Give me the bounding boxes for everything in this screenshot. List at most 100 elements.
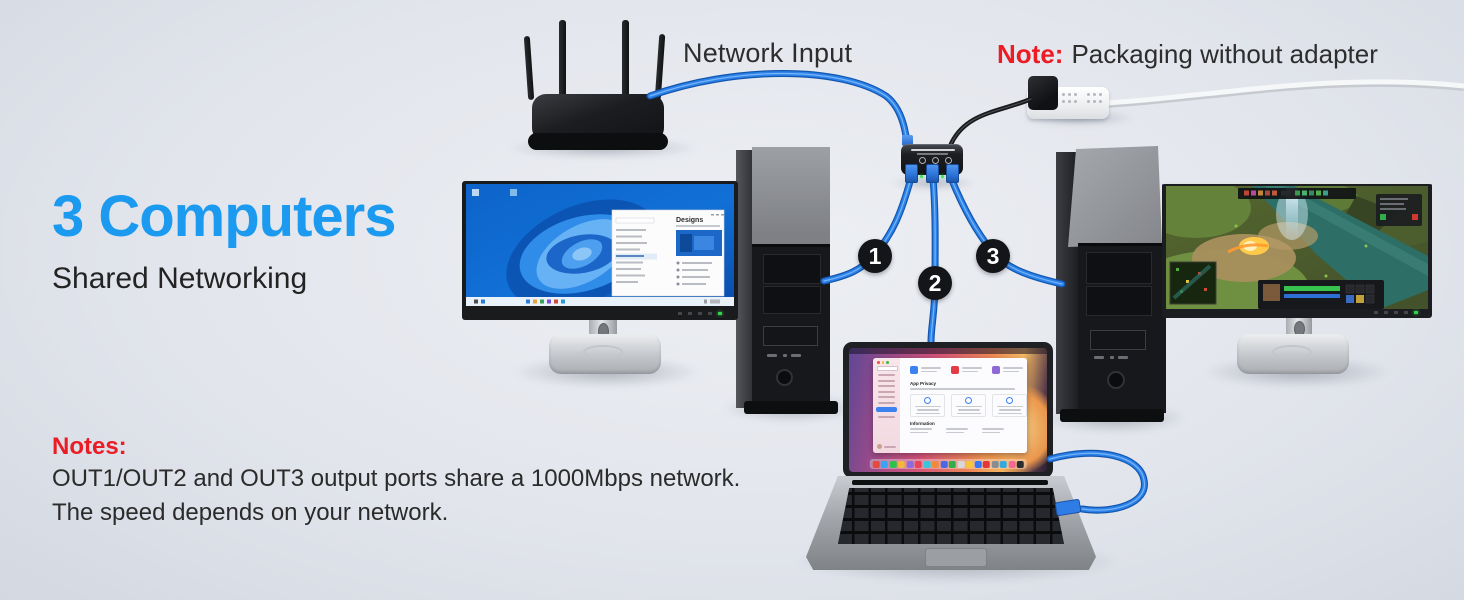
desktop-icon (510, 189, 517, 196)
settings-search-box (615, 217, 655, 224)
app-icon (992, 366, 1000, 374)
ethernet-cable-input-sheen (649, 72, 908, 145)
monitor-left-power-led (718, 312, 722, 315)
app-icon (910, 366, 918, 374)
router-antenna-4 (654, 33, 666, 101)
router-antenna-2 (559, 20, 566, 100)
switch-out-plug-1 (905, 164, 918, 183)
app-store-content: App Privacy Information (900, 358, 1027, 453)
mana-bar (1284, 294, 1340, 298)
windows-taskbar (466, 297, 734, 306)
minimize-icon (881, 361, 884, 364)
network-icon (945, 157, 952, 164)
macos-menu-bar (849, 348, 1047, 354)
left-tower-top-panel (752, 147, 830, 247)
router-antenna-3 (622, 20, 629, 100)
switch-led (920, 175, 923, 178)
monitor-left-chin-controls (678, 312, 722, 315)
ethernet-cable-out2-sheen (930, 177, 936, 343)
badge-number: 1 (868, 242, 882, 269)
sidebar-active-item (876, 407, 897, 412)
ethernet-cable-input (650, 74, 907, 145)
game-top-bar (1238, 188, 1356, 199)
information-heading: Information (910, 421, 935, 426)
switch-out-plug-2 (926, 164, 939, 183)
desktop-icon (472, 189, 479, 196)
notes-line-2: The speed depends on your network. (52, 499, 449, 526)
router-antenna-1 (523, 35, 535, 101)
close-icon (877, 361, 880, 364)
windows-desktop: Designs (466, 184, 734, 306)
port-badge-3: 3 (976, 239, 1010, 273)
left-tower-controls (767, 354, 777, 357)
network-icon (932, 157, 939, 164)
ethernet-cable-out2 (931, 178, 935, 342)
wifi-router-base (528, 133, 668, 150)
app-store-window: App Privacy Information (873, 358, 1027, 453)
game-bottom-hud (1258, 280, 1384, 309)
left-tower-side (736, 150, 754, 408)
right-tower-top-panel (1068, 146, 1162, 247)
privacy-card (951, 393, 986, 417)
monitor-right-screen (1166, 186, 1428, 309)
hero-portrait (1263, 284, 1280, 301)
switch-input-plug (902, 135, 913, 146)
badge-number: 2 (928, 269, 942, 296)
switch-port-icons (919, 157, 952, 164)
monitor-left-base-ring (583, 345, 623, 359)
power-cord-shadow (1106, 83, 1464, 104)
right-tower-controls (1094, 356, 1104, 359)
top-note: Note:Packaging without adapter (997, 39, 1378, 70)
top-note-text: Packaging without adapter (1071, 39, 1378, 69)
ethernet-cable-out3-sheen (950, 177, 1063, 285)
switch-out-plug-3 (946, 164, 959, 183)
right-tower-drive-bay (1086, 286, 1152, 316)
settings-list-lines (676, 261, 712, 286)
right-tower-panel (1090, 330, 1146, 350)
game-minimap (1169, 261, 1217, 305)
privacy-card (910, 393, 945, 417)
right-tower-drive-bay (1086, 252, 1152, 284)
left-tower-drive-bay (763, 254, 821, 284)
right-tower-controls (1118, 356, 1128, 359)
network-input-label: Network Input (683, 38, 853, 68)
left-tower-controls (783, 354, 787, 357)
ethernet-cable-out3-outline (951, 178, 1062, 284)
settings-nav-lines (616, 229, 647, 283)
app-privacy-heading: App Privacy (910, 381, 937, 386)
switch-label-line (917, 153, 948, 155)
game-scene (1166, 186, 1428, 309)
app-store-sidebar (873, 358, 900, 453)
power-cable (951, 99, 1031, 144)
terrain (1166, 186, 1251, 238)
left-tower-power-button (776, 369, 793, 386)
app-icon (951, 366, 959, 374)
health-bar (1284, 286, 1340, 291)
privacy-card (992, 393, 1027, 417)
power-strip-outlets (1062, 93, 1102, 103)
macbook-touchbar (852, 480, 1048, 485)
notes-line-1: OUT1/OUT2 and OUT3 output ports share a … (52, 465, 741, 492)
network-icon (919, 157, 926, 164)
monitor-right-chin-controls (1374, 311, 1418, 314)
switch-label-line (911, 149, 955, 151)
power-cord (1106, 82, 1464, 103)
ethernet-cable-input-outline (650, 74, 907, 145)
monitor-right-power-led (1414, 311, 1418, 314)
ethernet-cable-out3 (951, 178, 1062, 284)
notes-heading: Notes: (52, 433, 127, 460)
windows-settings-window: Designs (611, 209, 725, 297)
macbook-display: App Privacy Information (849, 348, 1047, 472)
power-adapter (1028, 76, 1058, 110)
page-title: 3 Computers (52, 184, 397, 249)
ethernet-cable-out2-outline (931, 178, 935, 342)
left-tower-panel (763, 326, 818, 346)
left-tower-drive-bay (763, 286, 821, 314)
left-tower-plinth (744, 401, 838, 414)
switch-led (941, 175, 944, 178)
right-tower-controls (1110, 356, 1114, 359)
left-tower-controls (791, 354, 801, 357)
avatar (877, 444, 882, 449)
right-tower-plinth (1060, 409, 1164, 422)
